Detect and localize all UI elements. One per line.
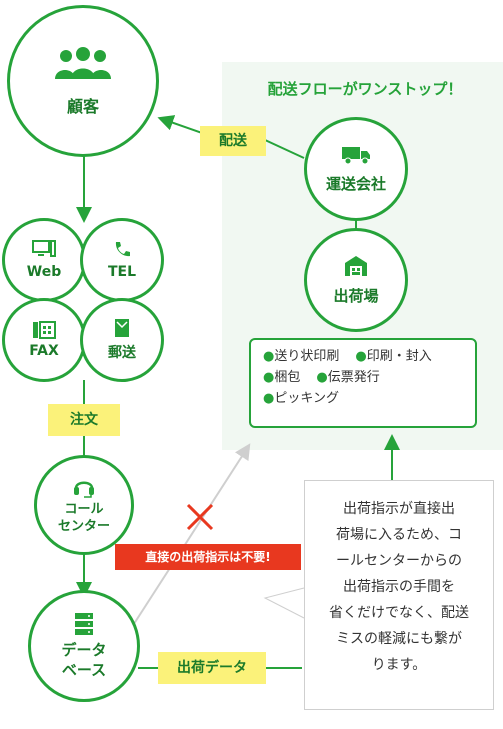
- fax-icon: [33, 321, 56, 339]
- database-label-1: データ: [61, 641, 107, 659]
- call-center-label-2: センター: [57, 519, 110, 534]
- monitor-icon: [32, 240, 56, 257]
- task-item: ●梱包: [263, 370, 301, 385]
- database-node: データ ベース: [28, 590, 140, 702]
- warehouse-label: 出荷場: [333, 286, 379, 305]
- headset-icon: [74, 481, 94, 498]
- call-center-label-1: コール: [64, 502, 104, 517]
- channel-mail: 郵送: [80, 298, 164, 382]
- phone-icon: [115, 242, 130, 257]
- delivery-tag: 配送: [200, 126, 266, 156]
- explanation-box: [304, 480, 494, 710]
- task-item: ●送り状印刷: [263, 349, 340, 364]
- warehouse-icon: [345, 255, 367, 276]
- transport-node: 運送会社: [304, 117, 408, 221]
- customer-label: 顧客: [66, 97, 99, 116]
- transport-label: 運送会社: [325, 174, 386, 193]
- shipping-data-tag: 出荷データ: [158, 652, 266, 684]
- people-icon: [55, 47, 111, 79]
- call-center-node: コール センター: [34, 455, 134, 555]
- database-label-2: ベース: [61, 661, 107, 679]
- order-tag: 注文: [48, 404, 120, 436]
- channel-tel-label: TEL: [107, 264, 137, 280]
- database-icon: [75, 613, 93, 635]
- panel-title: 配送フローがワンストップ！: [267, 80, 463, 98]
- channel-tel: TEL: [80, 218, 164, 302]
- truck-icon: [342, 146, 370, 164]
- explanation-text: 出荷指示が直接出 荷場に入るため、コ ールセンターからの 出荷指示の手間を 省く…: [329, 501, 469, 673]
- channel-fax: FAX: [2, 298, 86, 382]
- customer-node: 顧客: [7, 5, 159, 157]
- task-item: ●印刷・封入: [355, 349, 432, 364]
- envelope-icon: [115, 319, 129, 337]
- channel-web-label: Web: [26, 264, 62, 280]
- warehouse-tasks-box: ●送り状印刷 ●印刷・封入 ●梱包 ●伝票発行 ●ピッキング: [249, 338, 477, 428]
- channel-fax-label: FAX: [29, 343, 59, 359]
- channel-mail-label: 郵送: [108, 345, 136, 361]
- task-item: ●ピッキング: [263, 391, 339, 406]
- warehouse-node: 出荷場: [304, 228, 408, 332]
- channel-web: Web: [2, 218, 86, 302]
- no-direct-instruction-tag: 直接の出荷指示は不要!: [115, 544, 301, 570]
- task-item: ●伝票発行: [316, 370, 380, 385]
